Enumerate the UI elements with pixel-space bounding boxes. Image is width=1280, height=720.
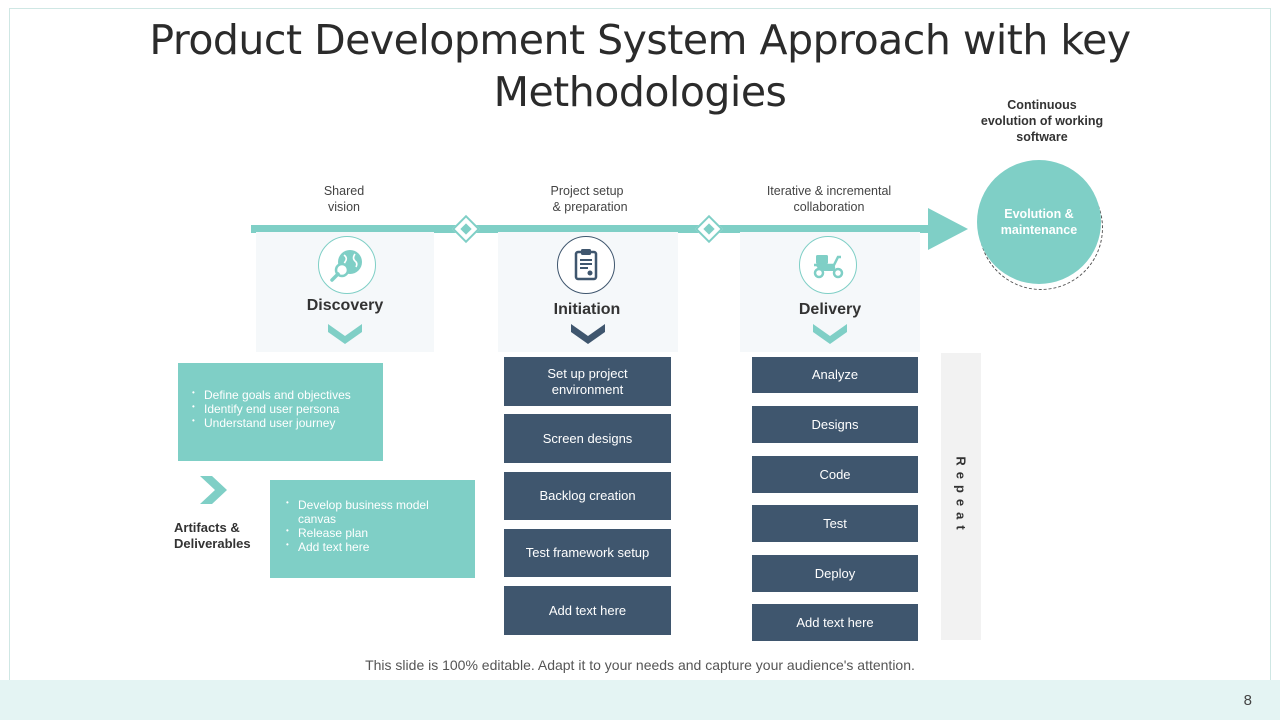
- delivery-step-2: Designs: [752, 406, 918, 443]
- stage-label-line: Shared: [323, 184, 365, 198]
- stage-label-line: vision: [328, 200, 360, 214]
- artifacts-box: Develop business model canvas Release pl…: [270, 480, 475, 578]
- footnote: This slide is 100% editable. Adapt it to…: [365, 657, 915, 673]
- stage-label-line: Iterative & incremental: [766, 184, 892, 198]
- end-circle-label-line: Evolution &: [1004, 207, 1074, 221]
- end-circle-label-line: maintenance: [1000, 223, 1078, 237]
- timeline-arrow-line: [251, 225, 941, 233]
- list-item: Develop business model canvas: [280, 496, 455, 526]
- delivery-step-4: Test: [752, 505, 918, 542]
- artifacts-label-line: Artifacts &: [174, 520, 240, 535]
- delivery-step-5: Deploy: [752, 555, 918, 592]
- artifacts-label-line: Deliverables: [174, 536, 251, 551]
- initiation-step-3: Backlog creation: [504, 472, 671, 520]
- stage-label-line: Project setup: [550, 184, 624, 198]
- initiation-step-4: Test framework setup: [504, 529, 671, 577]
- list-item: Identify end user persona: [186, 400, 375, 416]
- discovery-goals-box: Define goals and objectives Identify end…: [178, 363, 383, 461]
- delivery-step-3: Code: [752, 456, 918, 493]
- phase-title-discovery: Discovery: [306, 297, 384, 314]
- chevron-down-icon: [328, 324, 362, 344]
- globe-search-icon: [318, 236, 376, 294]
- discovery-goals-list: Define goals and objectives Identify end…: [186, 386, 375, 430]
- repeat-bar: [941, 353, 981, 640]
- chevron-down-icon: [813, 324, 847, 344]
- phase-title-delivery: Delivery: [798, 301, 862, 318]
- clipboard-icon: [557, 236, 615, 294]
- list-item: Define goals and objectives: [186, 386, 375, 402]
- list-item: Release plan: [280, 524, 455, 540]
- caption-line: Continuous: [1007, 98, 1077, 112]
- slide-frame: [9, 8, 1271, 720]
- artifacts-list: Develop business model canvas Release pl…: [280, 496, 455, 554]
- phase-title-initiation: Initiation: [553, 301, 621, 318]
- evolution-maintenance-circle: Evolution & maintenance: [977, 160, 1101, 284]
- chevron-right-icon: [200, 476, 227, 504]
- delivery-step-6: Add text here: [752, 604, 918, 641]
- repeat-label: Repeat: [953, 456, 969, 536]
- stage-label-shared-vision: Shared vision: [284, 183, 404, 215]
- stage-label-line: & preparation: [552, 200, 628, 214]
- slide-title: Product Development System Approach with…: [149, 16, 1131, 116]
- end-circle-label: Evolution & maintenance: [989, 206, 1089, 238]
- list-item: Add text here: [280, 538, 455, 554]
- initiation-step-5: Add text here: [504, 586, 671, 635]
- stage-label-project-setup: Project setup & preparation: [517, 183, 657, 215]
- delivery-scooter-icon: [799, 236, 857, 294]
- caption-line: evolution of working: [980, 114, 1104, 128]
- initiation-step-2: Screen designs: [504, 414, 671, 463]
- initiation-step-1: Set up project environment: [504, 357, 671, 406]
- timeline-arrow-head: [928, 208, 968, 250]
- chevron-down-icon: [571, 324, 605, 344]
- list-item: Understand user journey: [186, 414, 375, 430]
- page-number: 8: [1243, 692, 1252, 709]
- end-circle-caption: Continuous evolution of working software: [962, 97, 1122, 145]
- footer-band: [0, 680, 1280, 720]
- delivery-step-1: Analyze: [752, 357, 918, 393]
- artifacts-deliverables-label: Artifacts & Deliverables: [174, 520, 251, 552]
- stage-label-iterative: Iterative & incremental collaboration: [749, 183, 909, 215]
- caption-line: software: [1016, 130, 1068, 144]
- stage-label-line: collaboration: [793, 200, 865, 214]
